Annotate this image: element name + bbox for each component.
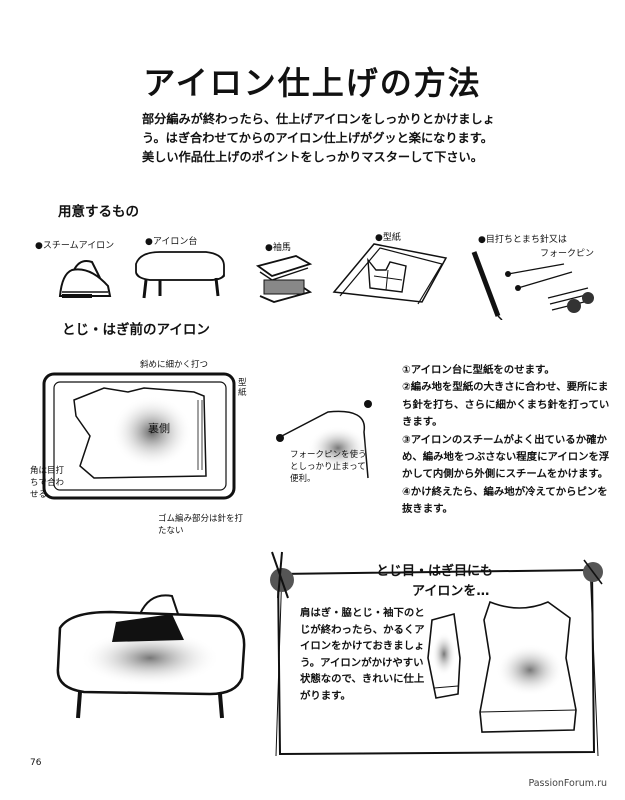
intro-text: 部分編みが終わったら、仕上げアイロンをしっかりとかけましょう。はぎ合わせてからの… bbox=[142, 112, 495, 164]
pattern-label: 型紙 bbox=[238, 378, 247, 398]
steps-list: ①アイロン台に型紙をのせます。 ②編み地を型紙の大きさに合わせ、要所にまち針を打… bbox=[402, 362, 612, 519]
steam-iron-icon bbox=[58, 260, 112, 298]
awl-and-pins-icon bbox=[471, 251, 594, 320]
fork-pin-note: フォークピンを使うとしっかり止まって便利。 bbox=[290, 450, 367, 484]
corner-note: 角は目打ちで合わせる bbox=[30, 466, 65, 500]
step-1: ①アイロン台に型紙をのせます。 bbox=[402, 364, 555, 376]
sleeve-board-icon bbox=[255, 255, 313, 303]
tool-label-steam-iron: ●スチームアイロン bbox=[35, 241, 115, 251]
step-3: ③アイロンのスチームがよく出ているか確かめ、編み地をつぶさない程度にアイロンを浮… bbox=[402, 433, 610, 481]
diagonal-pins-note: 斜めに細かく打つ bbox=[140, 360, 209, 370]
pinned-piece-diagram bbox=[42, 372, 236, 500]
fork-pin-diagram bbox=[276, 400, 372, 479]
ironing-board-icon bbox=[135, 251, 225, 299]
tool-label-pattern: ●型紙 bbox=[375, 233, 401, 243]
yarn-ball-icon bbox=[583, 559, 603, 585]
ironing-on-board-diagram bbox=[56, 594, 246, 719]
before-joining-heading: とじ・はぎ前のアイロン bbox=[62, 322, 210, 338]
tool-label-sleeve-board: ●袖馬 bbox=[265, 243, 291, 253]
tip-heading-line2: アイロンを… bbox=[412, 584, 490, 599]
tool-label-pins-sub: フォークピン bbox=[540, 249, 595, 259]
tool-label-ironing-board: ●アイロン台 bbox=[145, 237, 198, 247]
page-title: アイロン仕上げの方法 bbox=[143, 64, 482, 102]
back-side-label: 裏側 bbox=[148, 422, 170, 435]
vest-and-sleeve-diagram bbox=[427, 600, 577, 733]
knitting-needles-icon bbox=[270, 551, 294, 599]
watermark: PassionForum.ru bbox=[528, 778, 607, 789]
pattern-paper-icon bbox=[332, 243, 448, 305]
page-number: 76 bbox=[30, 758, 42, 768]
tool-label-pins: ●目打ちとまち針又は bbox=[478, 235, 567, 245]
step-2: ②編み地を型紙の大きさに合わせ、要所にまち針を打ち、さらに細かくまち針を打ってい… bbox=[402, 381, 610, 429]
tip-text: 肩はぎ・脇とじ・袖下のとじが終わったら、かるくアイロンをかけておきましょう。アイ… bbox=[300, 607, 425, 702]
ribbing-note: ゴム編み部分は針を打たない bbox=[158, 514, 244, 536]
tip-box-frame bbox=[275, 565, 599, 757]
tip-heading-line1: とじ目・はぎ目にも bbox=[376, 564, 494, 579]
tools-heading: 用意するもの bbox=[58, 204, 139, 220]
step-4: ④かけ終えたら、編み地が冷えてからピンを抜きます。 bbox=[402, 485, 608, 516]
